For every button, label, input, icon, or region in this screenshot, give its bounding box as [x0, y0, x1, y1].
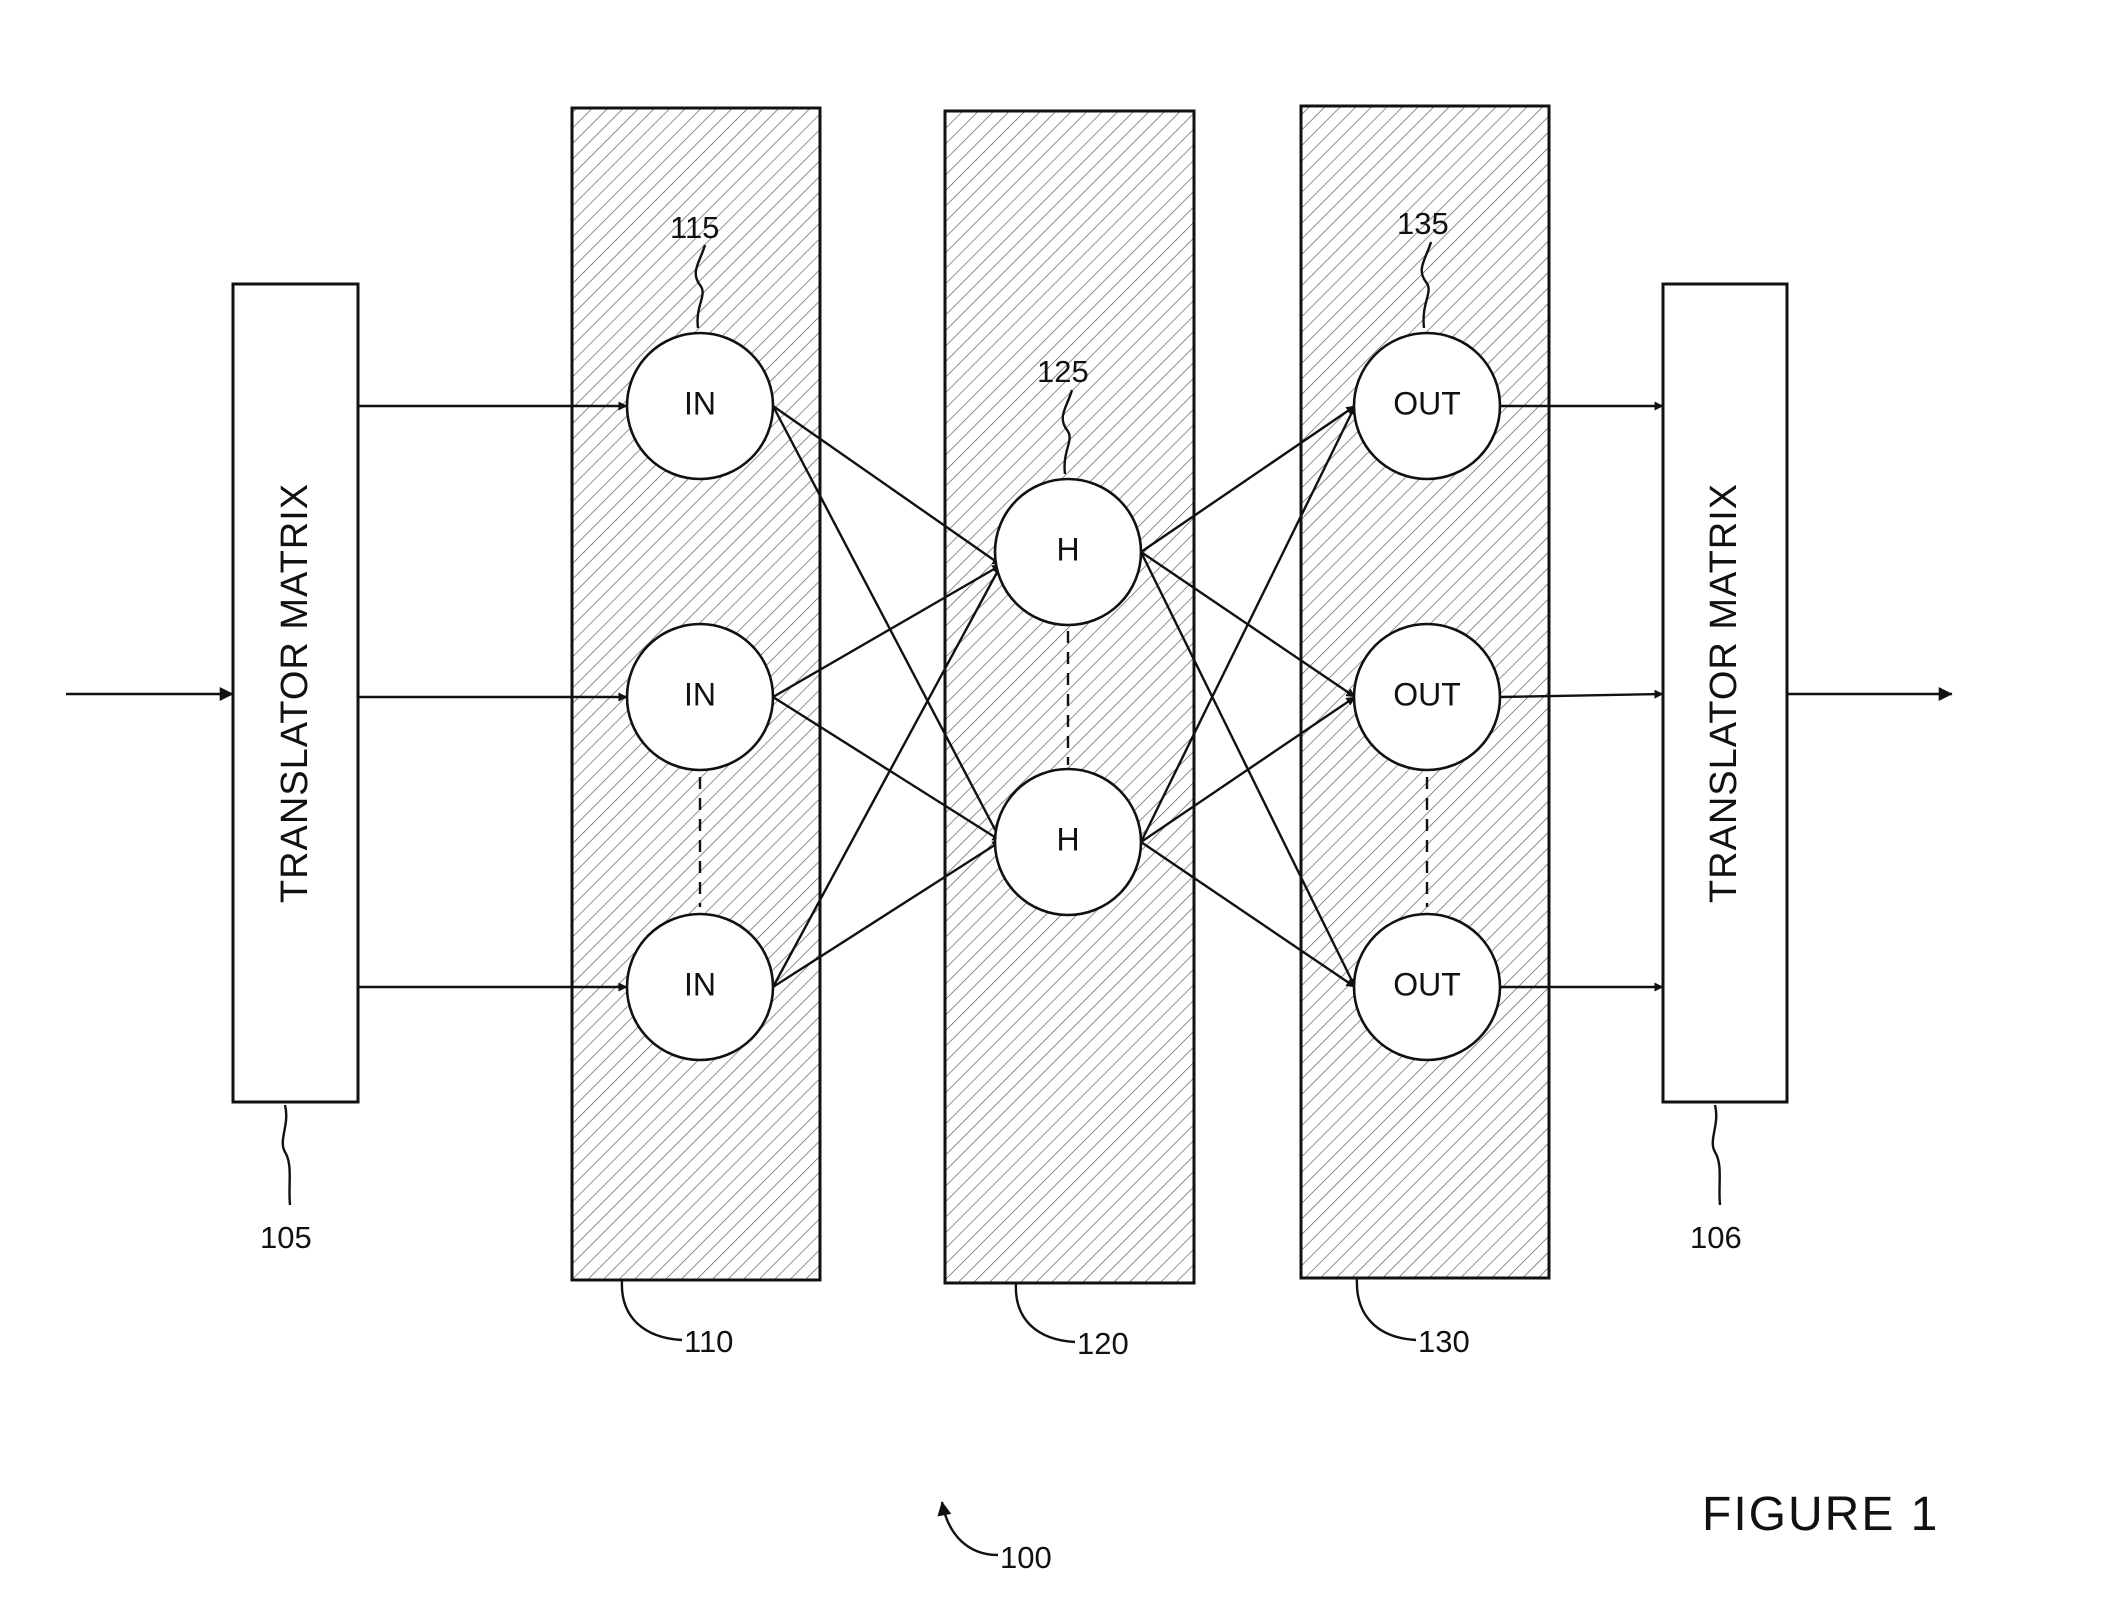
hidden-node-1-label: H [1056, 531, 1079, 567]
output-node-ref-leader [1420, 241, 1433, 329]
right-translator-ref-leader [1711, 1104, 1722, 1206]
input-node-3-label: IN [684, 966, 716, 1002]
right-translator-label: TRANSLATOR MATRIX [1703, 483, 1745, 903]
h1-to-out1 [1140, 405, 1356, 553]
hidden-node-1: H [993, 477, 1143, 627]
input-node-3: IN [625, 912, 775, 1062]
in1-to-h2 [771, 405, 1003, 842]
h2-to-out2 [1140, 696, 1356, 843]
input-node-2-label: IN [684, 676, 716, 712]
hidden-layer-ref-leader [1014, 1282, 1076, 1344]
input-node-2: IN [625, 622, 775, 772]
output-node-3-label: OUT [1393, 966, 1461, 1002]
figure-ref-leader [937, 1501, 999, 1557]
left-translator-ref-leader [281, 1104, 292, 1206]
h2-to-out3 [1140, 841, 1356, 988]
left-translator-matrix: TRANSLATOR MATRIX [231, 282, 360, 1104]
output-node-ref-label: 135 [1397, 206, 1449, 241]
output-node-3: OUT [1352, 912, 1502, 1062]
input-layer-ref-label: 110 [684, 1324, 733, 1359]
hidden-node-2: H [993, 767, 1143, 917]
output-node-1: OUT [1352, 331, 1502, 481]
left-translator-ref-label: 105 [260, 1220, 312, 1255]
hidden-node-ref-leader [1061, 389, 1074, 475]
in1-to-h1 [772, 405, 1002, 566]
output-node-2: OUT [1352, 622, 1502, 772]
h2-to-out1 [1139, 405, 1357, 843]
output-layer-ref-label: 130 [1418, 1324, 1470, 1359]
output-node-1-label: OUT [1393, 385, 1461, 421]
input-node-1-label: IN [684, 385, 716, 421]
hidden-node-2-label: H [1056, 821, 1079, 857]
hidden-layer [943, 109, 1196, 1285]
out2-to-translator [1499, 689, 1664, 699]
output-node-2-label: OUT [1393, 676, 1461, 712]
figure-title: FIGURE 1 [1702, 1488, 1939, 1541]
hidden-node-ref-label: 125 [1037, 354, 1089, 389]
right-translator-ref-label: 106 [1690, 1220, 1742, 1255]
in2-to-h1 [772, 563, 1002, 699]
input-layer-ref-leader [620, 1279, 683, 1342]
in3-to-h2 [772, 839, 1002, 989]
hidden-layer-ref-label: 120 [1077, 1326, 1129, 1361]
in2-to-h2 [772, 695, 1002, 843]
figure-ref-label: 100 [1000, 1540, 1052, 1575]
output-layer-ref-leader [1355, 1277, 1417, 1342]
input-node-ref-leader [694, 244, 707, 329]
input-node-ref-label: 115 [670, 210, 719, 245]
left-translator-label: TRANSLATOR MATRIX [274, 483, 316, 903]
in3-to-h1 [771, 564, 1003, 988]
right-translator-matrix: TRANSLATOR MATRIX [1661, 282, 1789, 1104]
input-node-1: IN [625, 331, 775, 481]
